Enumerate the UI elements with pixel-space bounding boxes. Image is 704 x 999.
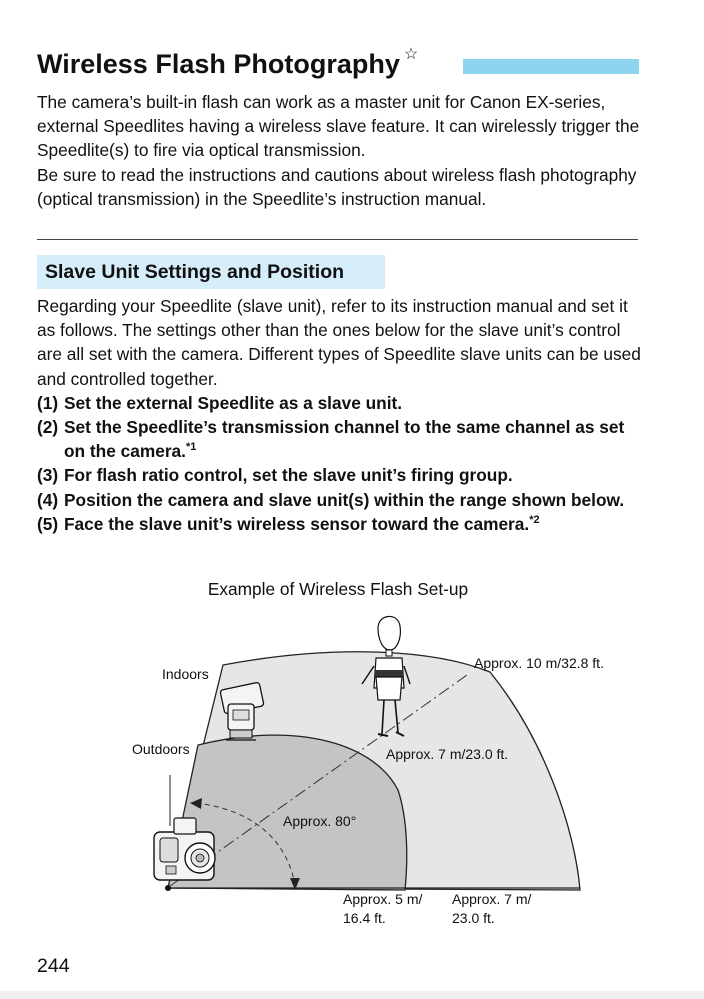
person-icon bbox=[361, 615, 411, 737]
steps-list: (1)Set the external Speedlite as a slave… bbox=[37, 391, 642, 536]
angle-label: Approx. 80° bbox=[283, 813, 356, 829]
step-number: (5) bbox=[37, 513, 59, 534]
indoor-side-label-line2: 23.0 ft. bbox=[452, 910, 495, 926]
indoor-range-label: Approx. 10 m/32.8 ft. bbox=[474, 655, 604, 671]
step-number: (4) bbox=[37, 489, 59, 510]
camera-icon bbox=[153, 817, 216, 891]
angle-arc-arrowhead bbox=[190, 798, 202, 809]
star-icon: ☆ bbox=[403, 46, 419, 63]
section-paragraph: Regarding your Speedlite (slave unit), r… bbox=[37, 296, 641, 389]
section-heading: Slave Unit Settings and Position bbox=[37, 255, 385, 289]
step-text: For flash ratio control, set the slave u… bbox=[64, 463, 642, 487]
step-text-content: For flash ratio control, set the slave u… bbox=[64, 465, 513, 486]
step-item: (4)Position the camera and slave unit(s)… bbox=[37, 488, 642, 512]
outdoors-label: Outdoors bbox=[132, 741, 190, 757]
page-title: Wireless Flash Photography☆ bbox=[37, 44, 418, 80]
step-text: Set the Speedlite’s transmission channel… bbox=[64, 415, 642, 463]
outdoor-range-zone bbox=[167, 734, 408, 891]
step-number: (1) bbox=[37, 392, 59, 413]
step-item: (3)For flash ratio control, set the slav… bbox=[37, 463, 642, 487]
footnote-marker: *2 bbox=[529, 513, 540, 526]
divider bbox=[37, 239, 638, 240]
outdoor-range-label: Approx. 7 m/23.0 ft. bbox=[386, 746, 508, 762]
section-body: Regarding your Speedlite (slave unit), r… bbox=[37, 294, 642, 536]
step-text: Set the external Speedlite as a slave un… bbox=[64, 391, 642, 415]
step-text-content: Position the camera and slave unit(s) wi… bbox=[64, 489, 625, 510]
intro-paragraph-2: Be sure to read the instructions and cau… bbox=[37, 164, 637, 209]
center-axis-line bbox=[169, 674, 468, 887]
speedlite-icon bbox=[219, 682, 265, 741]
step-text-content: Set the external Speedlite as a slave un… bbox=[64, 392, 403, 413]
outdoor-side-label-line1: Approx. 5 m/ bbox=[343, 891, 422, 907]
intro-paragraph-1: The camera’s built-in flash can work as … bbox=[37, 92, 640, 161]
step-text: Face the slave unit’s wireless sensor to… bbox=[64, 512, 642, 536]
step-item: (1)Set the external Speedlite as a slave… bbox=[37, 391, 642, 415]
footnote-marker: *1 bbox=[185, 441, 197, 454]
angle-arc-arrowhead bbox=[290, 878, 300, 890]
step-text-content: Set the Speedlite’s transmission channel… bbox=[64, 417, 625, 462]
angle-arc bbox=[195, 802, 296, 886]
step-number: (3) bbox=[37, 465, 59, 486]
step-text: Position the camera and slave unit(s) wi… bbox=[64, 488, 642, 512]
page-title-text: Wireless Flash Photography bbox=[37, 49, 400, 79]
step-item: (5)Face the slave unit’s wireless sensor… bbox=[37, 512, 642, 536]
outdoor-side-label-line2: 16.4 ft. bbox=[343, 910, 386, 926]
footer-shade bbox=[0, 991, 704, 999]
indoors-label: Indoors bbox=[162, 666, 209, 682]
step-number: (2) bbox=[37, 417, 59, 438]
title-accent-bar bbox=[463, 59, 639, 74]
indoor-range-zone bbox=[167, 651, 581, 891]
page-number: 244 bbox=[37, 955, 70, 977]
step-item: (2)Set the Speedlite’s transmission chan… bbox=[37, 415, 642, 463]
intro-text: The camera’s built-in flash can work as … bbox=[37, 90, 642, 211]
indoor-side-label-line1: Approx. 7 m/ bbox=[452, 891, 531, 907]
step-text-content: Face the slave unit’s wireless sensor to… bbox=[64, 513, 530, 534]
figure-caption: Example of Wireless Flash Set-up bbox=[207, 579, 469, 599]
